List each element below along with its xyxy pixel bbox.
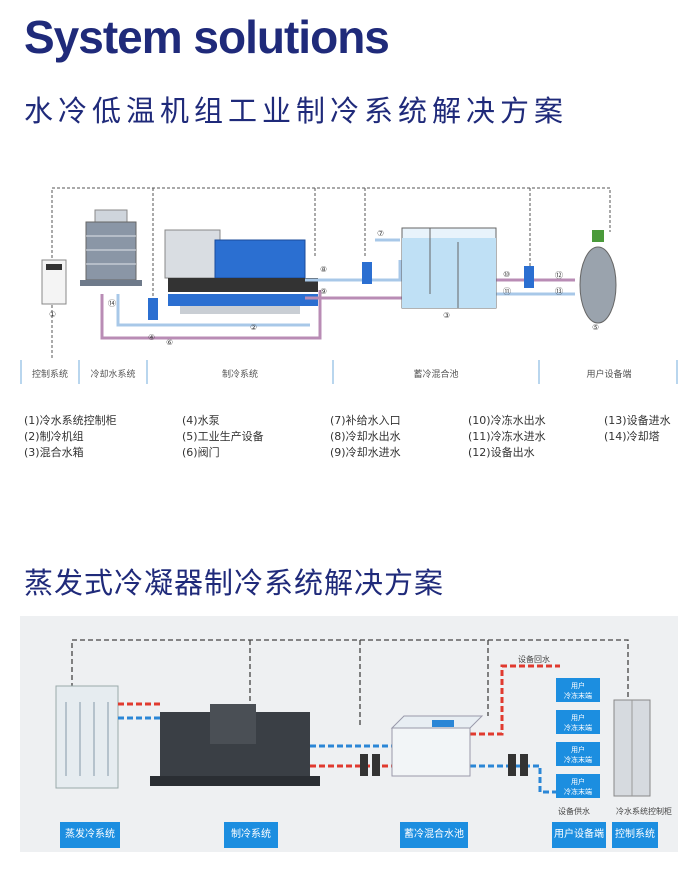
legend-item: (4)水泵: [182, 412, 220, 428]
tag-storage-pool: 蓄冷混合水池: [400, 822, 468, 848]
section-title-water-cooled: 水冷低温机组工业制冷系统解决方案: [24, 88, 568, 130]
section-separator: [146, 360, 148, 384]
section-label-user-equipment: 用户设备端: [542, 367, 676, 380]
legend-item: (14)冷却塔: [604, 428, 660, 444]
marker-1: ①: [49, 310, 56, 319]
section-separator: [538, 360, 540, 384]
svg-text:冷冻末端: 冷冻末端: [564, 723, 592, 732]
cold-pipe-2: [310, 728, 398, 746]
tag-refrigeration-system: 制冷系统: [224, 822, 278, 848]
refrigeration-unit-icon: [150, 704, 320, 786]
legend-item: (7)补给水入口: [330, 412, 401, 428]
marker-7: ⑦: [377, 229, 384, 238]
svg-text:用户: 用户: [571, 745, 585, 754]
return-label: 设备回水: [518, 654, 550, 664]
section-label-cooling-water: 冷却水系统: [82, 367, 144, 380]
user-terminal-box: 用户 冷冻末端: [556, 710, 600, 734]
section-label-refrigeration: 制冷系统: [150, 367, 330, 380]
legend-item: (1)冷水系统控制柜: [24, 412, 117, 428]
legend-item: (8)冷却水出水: [330, 428, 401, 444]
control-dashed-lines: [72, 640, 628, 726]
section-separator: [676, 360, 678, 384]
control-cabinet: [42, 260, 66, 304]
marker-13: ⑬: [555, 287, 563, 296]
water-cooled-system-diagram: ① ② ③ ④ ⑤ ⑥ ⑦ ⑧ ⑨ ⑩ ⑪ ⑫ ⑬ ⑭: [0, 170, 698, 360]
marker-6: ⑥: [166, 338, 173, 347]
legend-item: (6)阀门: [182, 444, 220, 460]
cabinet-label: 冷水系统控制柜: [616, 806, 672, 816]
tag-control-system: 控制系统: [612, 822, 658, 848]
user-terminal-box: 用户 冷冻末端: [556, 678, 600, 702]
marker-4: ④: [148, 333, 155, 342]
legend-item: (13)设备进水: [604, 412, 671, 428]
tag-user-equipment: 用户设备端: [552, 822, 606, 848]
user-terminal-boxes: 用户 冷冻末端 用户 冷冻末端 用户 冷冻末端 用户 冷冻末端: [556, 678, 600, 798]
tag-evaporative-system: 蒸发冷系统: [60, 822, 120, 848]
legend-item: (11)冷冻水进水: [468, 428, 546, 444]
legend-item: (10)冷冻水出水: [468, 412, 546, 428]
legend-item: (3)混合水箱: [24, 444, 84, 460]
legend-item: (9)冷却水进水: [330, 444, 401, 460]
legend-item: (5)工业生产设备: [182, 428, 264, 444]
control-cabinet-icon: [614, 700, 650, 796]
marker-9: ⑨: [320, 287, 327, 296]
legend-item: (12)设备出水: [468, 444, 535, 460]
user-terminal-box: 用户 冷冻末端: [556, 742, 600, 766]
svg-text:用户: 用户: [571, 713, 585, 722]
evaporative-cooler-icon: [56, 686, 118, 788]
return-pipe: [470, 666, 560, 734]
marker-12: ⑫: [555, 271, 563, 280]
section-separator: [20, 360, 22, 384]
section-separator: [78, 360, 80, 384]
svg-text:冷冻末端: 冷冻末端: [564, 691, 592, 700]
marker-11: ⑪: [503, 287, 511, 296]
svg-text:冷冻末端: 冷冻末端: [564, 755, 592, 764]
marker-8: ⑧: [320, 265, 327, 274]
svg-text:用户: 用户: [571, 777, 585, 786]
evaporative-condenser-diagram: 用户 冷冻末端 用户 冷冻末端 用户 冷冻末端 用户 冷冻末端 设备回水 设备供…: [20, 616, 678, 822]
svg-text:冷冻末端: 冷冻末端: [564, 787, 592, 796]
marker-5: ⑤: [592, 323, 599, 332]
section-label-control: 控制系统: [26, 367, 74, 380]
supply-label: 设备供水: [558, 806, 590, 816]
marker-10: ⑩: [503, 270, 510, 279]
marker-3: ③: [443, 311, 450, 320]
section-title-evaporative-condenser: 蒸发式冷凝器制冷系统解决方案: [24, 560, 444, 602]
section-separator: [332, 360, 334, 384]
legend-item: (2)制冷机组: [24, 428, 84, 444]
mixing-tank-icon: [402, 228, 496, 308]
svg-text:用户: 用户: [571, 681, 585, 690]
cooling-tower-icon: [80, 210, 142, 286]
industrial-equipment-icon: [580, 230, 616, 323]
section-label-storage-pool: 蓄冷混合池: [336, 367, 536, 380]
chiller-unit-icon: [165, 230, 318, 314]
page-title-english: System solutions: [24, 10, 389, 64]
user-terminal-box: 用户 冷冻末端: [556, 774, 600, 798]
storage-tank-icon: [392, 716, 482, 776]
marker-14: ⑭: [108, 299, 116, 308]
marker-2: ②: [250, 323, 257, 332]
